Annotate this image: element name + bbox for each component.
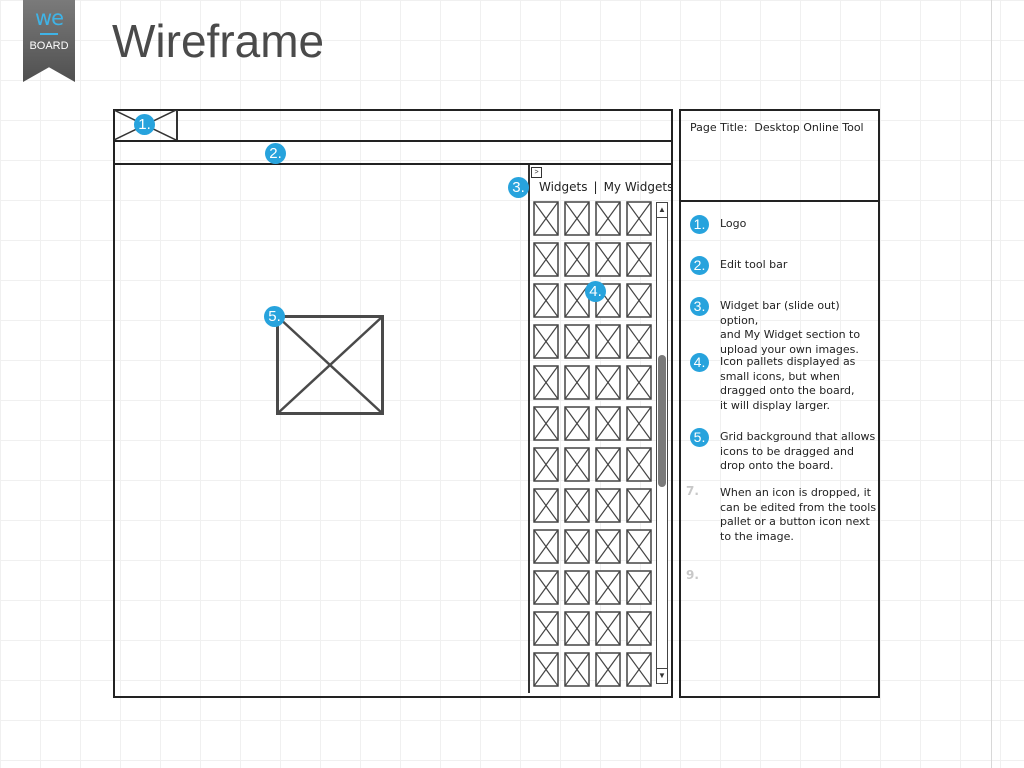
legend-text: Edit tool bar — [720, 258, 788, 271]
legend-number: 2. — [690, 256, 709, 275]
widget-icon[interactable] — [564, 365, 590, 400]
logo-board-text: BOARD — [29, 40, 69, 52]
widget-icon[interactable] — [595, 242, 621, 277]
widget-icon[interactable] — [533, 529, 559, 564]
page-title-label: Page Title: — [690, 121, 748, 134]
widget-icon[interactable] — [533, 201, 559, 236]
scroll-down-arrow[interactable]: ▼ — [657, 668, 667, 683]
logo-we-text: we — [34, 6, 64, 30]
widget-icon[interactable] — [626, 570, 652, 605]
legend-text: Grid background that allows icons to be … — [720, 430, 876, 472]
tab-widgets[interactable]: Widgets — [539, 180, 588, 194]
legend-number: 3. — [690, 297, 709, 316]
widget-icon[interactable] — [564, 242, 590, 277]
tab-separator: | — [593, 180, 598, 194]
widget-icon[interactable] — [595, 365, 621, 400]
widget-icon[interactable] — [626, 365, 652, 400]
widget-icon[interactable] — [626, 488, 652, 523]
widget-icon[interactable] — [564, 652, 590, 687]
legend-divider — [679, 200, 880, 202]
widget-scrollbar[interactable]: ▲ ▼ — [656, 202, 668, 684]
marker-toolbar: 2. — [265, 143, 286, 164]
widget-icon[interactable] — [533, 611, 559, 646]
header-divider — [113, 140, 671, 142]
widget-icon[interactable] — [626, 406, 652, 441]
legend-number: 4. — [690, 353, 709, 372]
widget-icon[interactable] — [626, 652, 652, 687]
wireframe-board — [113, 109, 673, 698]
logo-underline — [40, 33, 58, 35]
widget-icon[interactable] — [533, 570, 559, 605]
widget-icon[interactable] — [564, 447, 590, 482]
dropped-image-placeholder — [276, 315, 384, 415]
weboard-logo: we BOARD — [23, 0, 75, 82]
marker-grid-item: 5. — [264, 306, 285, 327]
widget-icon[interactable] — [595, 529, 621, 564]
tab-my-widgets[interactable]: My Widgets — [603, 180, 674, 194]
widget-icon[interactable] — [533, 488, 559, 523]
widget-icon[interactable] — [533, 324, 559, 359]
toolbar-divider — [113, 163, 671, 165]
widget-icon[interactable] — [564, 406, 590, 441]
legend-number: 7. — [686, 484, 699, 498]
widget-icon[interactable] — [626, 611, 652, 646]
legend-number: 9. — [686, 568, 699, 582]
legend-text: Widget bar (slide out) option, and My Wi… — [720, 299, 861, 356]
widget-icon[interactable] — [533, 652, 559, 687]
page-title-line: Page Title: Desktop Online Tool — [690, 121, 864, 134]
widget-icon[interactable] — [595, 406, 621, 441]
legend-panel — [679, 109, 880, 698]
page-title-value: Desktop Online Tool — [754, 121, 864, 134]
scroll-up-arrow[interactable]: ▲ — [657, 203, 667, 218]
widget-icon[interactable] — [533, 365, 559, 400]
widget-icon[interactable] — [533, 242, 559, 277]
widget-icon[interactable] — [533, 406, 559, 441]
marker-logo: 1. — [134, 114, 155, 135]
widget-icon[interactable] — [595, 652, 621, 687]
legend-text: When an icon is dropped, it can be edite… — [720, 486, 877, 543]
widget-icon[interactable] — [595, 447, 621, 482]
widget-icon[interactable] — [626, 447, 652, 482]
widget-icon[interactable] — [533, 283, 559, 318]
legend-number: 1. — [690, 215, 709, 234]
marker-widget-bar: 3. — [508, 177, 529, 198]
widget-icon[interactable] — [626, 529, 652, 564]
widget-icon[interactable] — [626, 201, 652, 236]
widget-icon[interactable] — [564, 529, 590, 564]
widget-icon[interactable] — [595, 201, 621, 236]
legend-text: Icon pallets displayed as small icons, b… — [720, 355, 856, 412]
page-edge-rule — [991, 0, 992, 768]
widget-icon[interactable] — [564, 488, 590, 523]
widget-icon[interactable] — [595, 570, 621, 605]
widget-icon[interactable] — [626, 324, 652, 359]
widget-icon[interactable] — [533, 447, 559, 482]
widget-icon[interactable] — [564, 324, 590, 359]
slide-title: Wireframe — [112, 15, 325, 67]
marker-icon-pallet: 4. — [585, 281, 606, 302]
widget-icon[interactable] — [626, 242, 652, 277]
widget-icon[interactable] — [595, 488, 621, 523]
widget-tabs: Widgets | My Widgets — [539, 180, 673, 194]
widget-slide-toggle[interactable]: > — [531, 167, 542, 178]
legend-text: Logo — [720, 217, 747, 230]
scroll-thumb[interactable] — [658, 355, 666, 487]
legend-number: 5. — [690, 428, 709, 447]
widget-icon[interactable] — [564, 201, 590, 236]
widget-panel — [528, 165, 671, 693]
icon-pallet-grid — [533, 201, 652, 687]
widget-icon[interactable] — [595, 611, 621, 646]
widget-icon[interactable] — [564, 570, 590, 605]
widget-icon[interactable] — [564, 611, 590, 646]
widget-icon[interactable] — [626, 283, 652, 318]
widget-icon[interactable] — [595, 324, 621, 359]
